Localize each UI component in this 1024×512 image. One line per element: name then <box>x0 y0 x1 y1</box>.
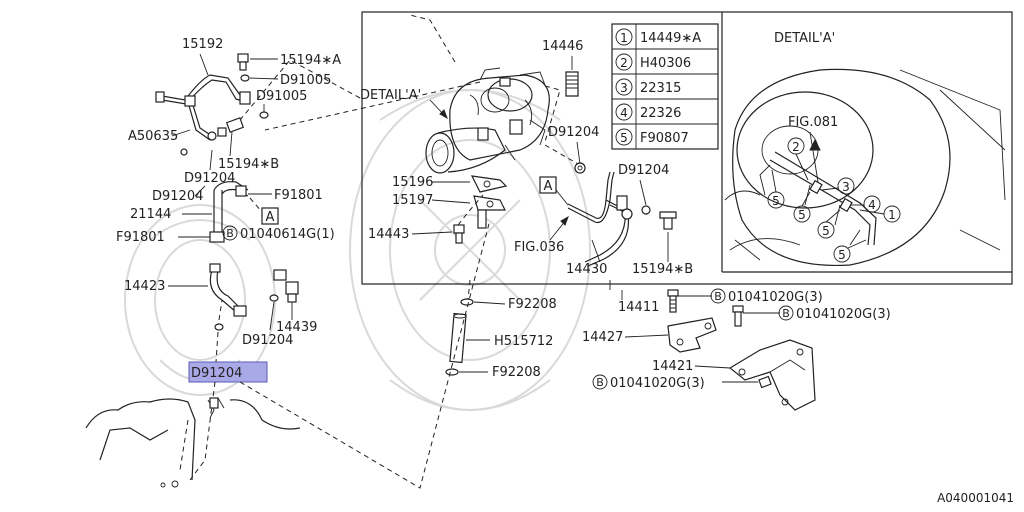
ref-a-box-turbo <box>539 176 557 194</box>
bolt-b-left: B <box>226 227 234 240</box>
part-15192-label[interactable]: 15192 <box>182 37 223 52</box>
legend-part-1[interactable]: 14449∗A <box>640 31 701 46</box>
fig036-ref: FIG.036 <box>514 240 564 255</box>
callout-5a: 5 <box>772 194 780 208</box>
legend-part-4[interactable]: 22326 <box>640 106 681 121</box>
part-15197-label[interactable]: 15197 <box>392 193 433 208</box>
callout-1: 1 <box>888 208 896 222</box>
bolt-b-1: B <box>714 290 722 303</box>
part-f91801-bottom-label[interactable]: F91801 <box>116 230 165 245</box>
legend-part-5[interactable]: F90807 <box>640 131 689 146</box>
part-b01041020-2-label[interactable]: 01041020G(3) <box>796 307 891 322</box>
detail-a-callout: DETAIL'A' <box>360 88 421 103</box>
part-b01041020-1-label[interactable]: 01041020G(3) <box>728 290 823 305</box>
callout-2: 2 <box>792 140 800 154</box>
ref-a-box-left <box>261 207 279 225</box>
part-15196-label[interactable]: 15196 <box>392 175 433 190</box>
part-d91005-2-label[interactable]: D91005 <box>256 89 307 104</box>
part-14443-label[interactable]: 14443 <box>368 227 409 242</box>
legend-table: 1 2 3 4 5 14449∗A H40306 22315 22326 F90… <box>611 23 719 150</box>
part-14427-label[interactable]: 14427 <box>582 330 623 345</box>
part-14439-label[interactable]: 14439 <box>276 320 317 335</box>
part-d91204-turbo-label[interactable]: D91204 <box>548 125 599 140</box>
part-14446-label[interactable]: 14446 <box>542 39 583 54</box>
ref-a-left: A <box>266 210 275 225</box>
part-15194a-label[interactable]: 15194∗A <box>280 53 341 68</box>
selected-part-highlight[interactable] <box>188 361 268 383</box>
ref-a-turbo: A <box>544 179 553 194</box>
part-d91204-1-label[interactable]: D91204 <box>184 171 235 186</box>
legend-num-3: 3 <box>620 81 628 95</box>
callout-5c: 5 <box>822 224 830 238</box>
bolt-b-3: B <box>596 376 604 389</box>
turbocharger <box>425 67 550 174</box>
part-d91204-selected-label[interactable]: D91204 <box>191 366 242 381</box>
part-d91204-2-label[interactable]: D91204 <box>152 189 203 204</box>
callout-3: 3 <box>842 180 850 194</box>
legend-part-2[interactable]: H40306 <box>640 56 691 71</box>
part-d91204-pipe-label[interactable]: D91204 <box>618 163 669 178</box>
part-b01041020-3-label[interactable]: 01041020G(3) <box>610 376 705 391</box>
callout-4: 4 <box>868 198 876 212</box>
legend-num-1: 1 <box>620 31 628 45</box>
engine-outline <box>85 397 301 488</box>
part-f92208-bottom-label[interactable]: F92208 <box>492 365 541 380</box>
part-21144-label[interactable]: 21144 <box>130 207 171 222</box>
fig081-ref: FIG.081 <box>788 115 838 130</box>
legend-part-3[interactable]: 22315 <box>640 81 681 96</box>
legend-num-5: 5 <box>620 131 628 145</box>
callout-5b: 5 <box>798 208 806 222</box>
legend-num-4: 4 <box>620 106 628 120</box>
detail-title: DETAIL'A' <box>774 31 835 46</box>
legend-num-2: 2 <box>620 56 628 70</box>
part-15194b-right-label[interactable]: 15194∗B <box>632 262 693 277</box>
part-14411-label[interactable]: 14411 <box>618 300 659 315</box>
part-f92208-top-label[interactable]: F92208 <box>508 297 557 312</box>
part-15194b-left-label[interactable]: 15194∗B <box>218 157 279 172</box>
part-f91801-top-label[interactable]: F91801 <box>274 188 323 203</box>
part-h515712-label[interactable]: H515712 <box>494 334 553 349</box>
part-14423-label[interactable]: 14423 <box>124 279 165 294</box>
part-a50635-label[interactable]: A50635 <box>128 129 178 144</box>
detail-a-inset: DETAIL'A' FIG.081 2 3 4 1 5 5 5 5 <box>724 31 1006 267</box>
turbo-frame <box>361 11 1013 285</box>
part-14430-label[interactable]: 14430 <box>566 262 607 277</box>
part-b01040614-label[interactable]: 01040614G(1) <box>240 227 335 242</box>
part-d91204-3-label[interactable]: D91204 <box>242 333 293 348</box>
part-14421-label[interactable]: 14421 <box>652 359 693 374</box>
callout-5d: 5 <box>838 248 846 262</box>
bolt-b-2: B <box>782 307 790 320</box>
part-d91005-1-label[interactable]: D91005 <box>280 73 331 88</box>
figure-code: A040001041 <box>937 491 1014 505</box>
